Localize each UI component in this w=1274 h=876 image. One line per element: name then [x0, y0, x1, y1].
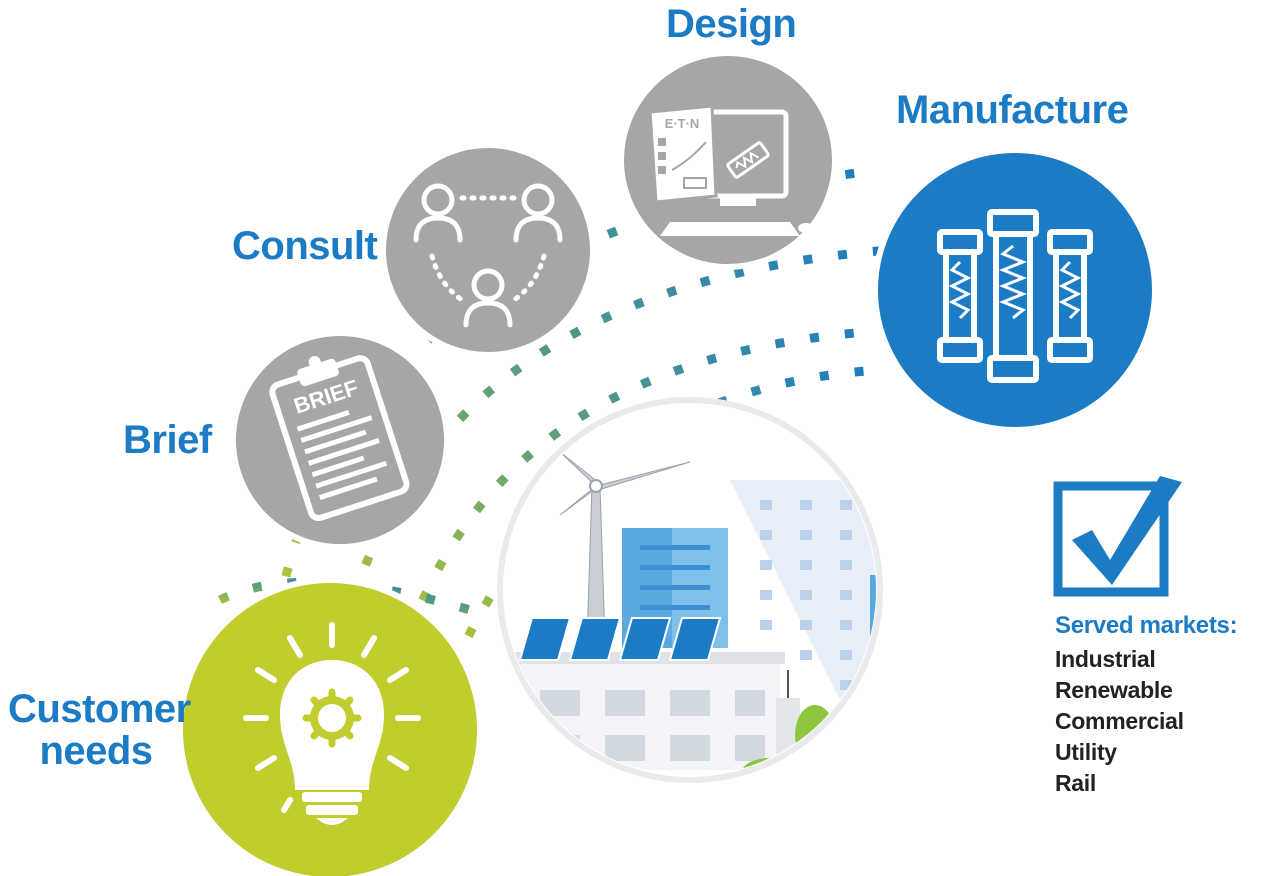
design-node: E·T·N [618, 50, 838, 270]
manufacture-node [872, 147, 1158, 433]
customer-needs-node [177, 577, 483, 876]
market-item: Renewable [1055, 677, 1173, 703]
brief-node: BRIEF [230, 330, 450, 550]
market-item: Rail [1055, 770, 1096, 796]
served-markets: Served markets: Industrial Renewable Com… [1055, 612, 1238, 799]
design-logo-text: E·T·N [665, 116, 700, 131]
market-item: Commercial [1055, 708, 1184, 734]
step-label-consult: Consult [232, 224, 378, 268]
consult-node [380, 142, 596, 358]
people-network-icon [413, 183, 563, 328]
served-markets-title: Served markets: [1055, 612, 1238, 639]
dotted-arc-3 [385, 325, 901, 702]
step-label-customer-needs-line2: needs [39, 729, 153, 773]
market-item: Utility [1055, 739, 1117, 765]
checkbox-checked-icon [1053, 476, 1182, 597]
step-label-customer-needs: Customer needs [8, 687, 191, 773]
market-item: Industrial [1055, 646, 1156, 672]
computer-design-icon: E·T·N [648, 104, 814, 236]
solar-panels [518, 617, 722, 661]
step-label-brief: Brief [123, 418, 212, 462]
city-renewable-illustration [497, 397, 883, 783]
lightbulb-gear-icon [243, 622, 421, 825]
step-label-customer-needs-line1: Customer [8, 687, 191, 731]
step-label-design: Design [666, 2, 797, 46]
step-label-manufacture: Manufacture [896, 88, 1129, 132]
fuses-icon [937, 209, 1093, 383]
